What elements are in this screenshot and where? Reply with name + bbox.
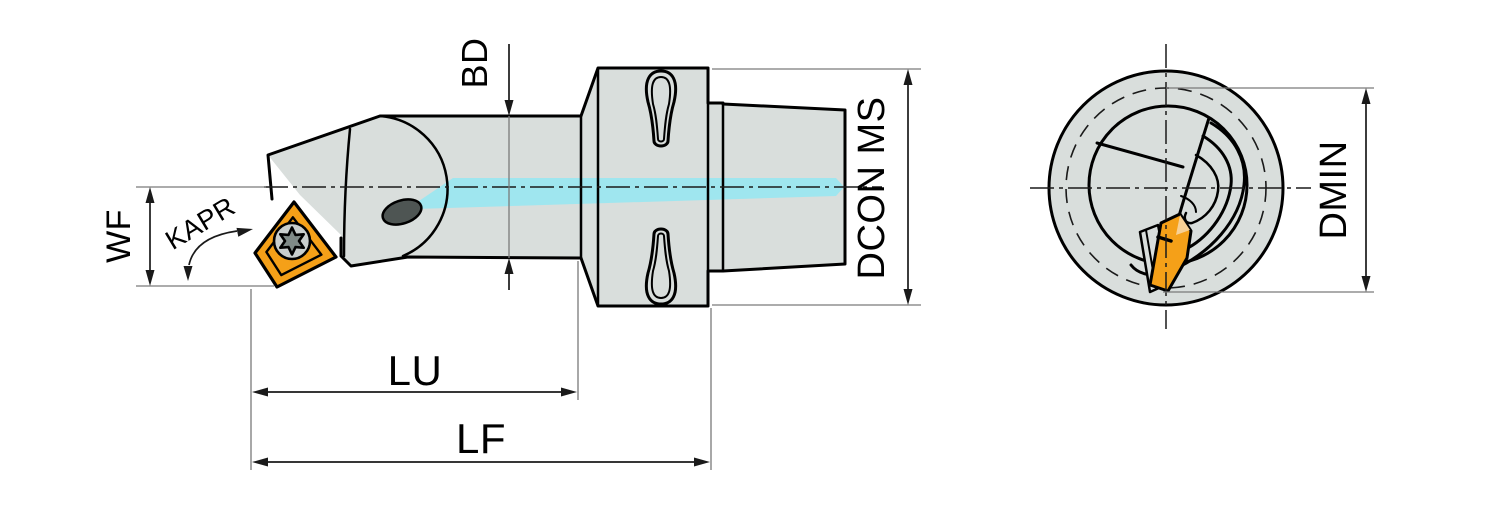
- dimension-bd: BD: [454, 37, 514, 290]
- flange-slot-upper: [644, 69, 678, 148]
- slot-outer: [644, 69, 678, 148]
- lf-left-arrowhead: [252, 457, 268, 467]
- label-lf: LF: [456, 415, 506, 462]
- lu-right-arrowhead: [561, 387, 577, 397]
- label-wf: WF: [100, 209, 138, 263]
- end-pocket-curve-middle: [1186, 134, 1233, 250]
- kapr-arc: [188, 230, 238, 266]
- end-insert-edge-mark: [1156, 235, 1173, 243]
- lf-right-arrowhead: [694, 457, 710, 467]
- slot-outer: [644, 227, 678, 306]
- dimension-dcon: DCON MS: [712, 68, 921, 306]
- end-insert: [1148, 212, 1193, 293]
- dimension-wf: WF: [100, 186, 274, 287]
- dimension-kapr: KAPR: [160, 191, 253, 281]
- lu-left-arrowhead: [252, 387, 268, 397]
- end-chord-line: [1095, 141, 1185, 169]
- cutting-insert: [253, 200, 338, 289]
- coolant-channel: [413, 178, 844, 209]
- dimension-lu: LU: [250, 261, 579, 470]
- torx-icon: [278, 226, 306, 256]
- coolant-hole: [381, 198, 423, 226]
- dmin-top-arrowhead: [1361, 88, 1371, 104]
- label-dmin: DMIN: [1313, 140, 1355, 239]
- dmin-bottom-arrowhead: [1361, 276, 1371, 292]
- slot-inner: [650, 76, 672, 143]
- kapr-lower-arrowhead: [183, 266, 193, 281]
- kapr-upper-arrowhead: [236, 227, 253, 237]
- end-pocket-nose: [1180, 195, 1197, 213]
- flange-slot-lower: [644, 227, 678, 306]
- end-cone-edge: [1177, 116, 1211, 218]
- wf-bottom-arrowhead: [145, 270, 155, 286]
- bd-upper-arrowhead: [504, 100, 514, 116]
- wf-top-arrowhead: [145, 187, 155, 203]
- end-view: DMIN: [1030, 44, 1374, 329]
- end-insert-facet: [1176, 215, 1190, 235]
- dcon-top-arrowhead: [903, 69, 913, 85]
- head-blend-arc: [378, 114, 449, 258]
- bd-lower-arrowhead: [504, 258, 514, 274]
- slot-inner: [650, 232, 672, 299]
- dimension-dmin: DMIN: [1163, 87, 1374, 293]
- dcon-bottom-arrowhead: [903, 289, 913, 305]
- label-bd: BD: [454, 37, 495, 88]
- side-view: BD WF KAPR LU: [100, 37, 921, 470]
- label-dcon: DCON MS: [851, 97, 893, 280]
- label-lu: LU: [388, 347, 443, 394]
- head-face-edge: [342, 127, 352, 258]
- dimension-lf: LF: [252, 308, 712, 470]
